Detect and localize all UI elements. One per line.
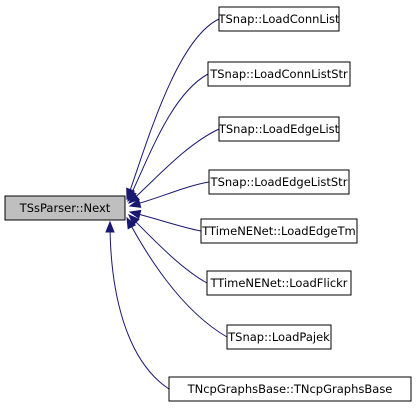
caller-node-box <box>218 116 340 142</box>
arrowhead-icon <box>105 220 115 233</box>
caller-node-box <box>208 169 350 195</box>
caller-node-label: TTimeNENet::LoadFlickr <box>209 276 347 290</box>
caller-node-label: TSnap::LoadConnListStr <box>209 67 348 81</box>
arrowhead-icon <box>128 198 142 208</box>
caller-node-load-flickr[interactable]: TTimeNENet::LoadFlickr <box>206 270 352 296</box>
call-edge <box>109 221 170 390</box>
call-edge <box>129 181 210 207</box>
caller-node-label: TSnap::LoadEdgeListStr <box>210 175 348 189</box>
caller-node-label: TSnap::LoadEdgeList <box>218 122 340 136</box>
caller-node-box <box>207 61 351 87</box>
arrowhead-icon <box>128 214 140 226</box>
caller-node-label: TTimeNENet::LoadEdgeTm <box>201 224 356 238</box>
call-edge <box>126 217 228 338</box>
call-edge <box>128 128 220 204</box>
caller-node-load-conn-list-str[interactable]: TSnap::LoadConnListStr <box>207 61 351 87</box>
call-edge <box>126 18 220 200</box>
focus-node-box <box>4 195 126 221</box>
caller-node-load-edge-list-str[interactable]: TSnap::LoadEdgeListStr <box>208 169 350 195</box>
caller-node-box <box>226 324 332 350</box>
caller-node-label: TSnap::LoadPajek <box>227 330 330 344</box>
caller-node-box <box>168 376 412 402</box>
focus-node-label: TSsParser::Next <box>19 201 111 215</box>
call-edge <box>129 211 202 232</box>
caller-node-load-edge-list[interactable]: TSnap::LoadEdgeList <box>218 116 340 142</box>
arrowhead-icon <box>128 209 142 220</box>
caller-node-load-edge-tm[interactable]: TTimeNENet::LoadEdgeTm <box>200 218 358 244</box>
call-edge <box>128 214 208 284</box>
call-edge <box>127 73 209 202</box>
caller-node-box <box>218 6 340 32</box>
call-edges <box>105 18 228 390</box>
arrowhead-icon <box>126 216 137 230</box>
focus-node[interactable]: TSsParser::Next <box>4 195 126 221</box>
caller-node-tncp-graphs-base[interactable]: TNcpGraphsBase::TNcpGraphsBase <box>168 376 412 402</box>
caller-node-load-conn-list[interactable]: TSnap::LoadConnList <box>217 6 340 32</box>
arrowhead-icon <box>127 192 141 204</box>
caller-node-load-pajek[interactable]: TSnap::LoadPajek <box>226 324 332 350</box>
caller-node-label: TNcpGraphsBase::TNcpGraphsBase <box>187 382 393 396</box>
caller-node-label: TSnap::LoadConnList <box>217 12 340 26</box>
caller-node-box <box>206 270 352 296</box>
caller-node-box <box>200 218 358 244</box>
